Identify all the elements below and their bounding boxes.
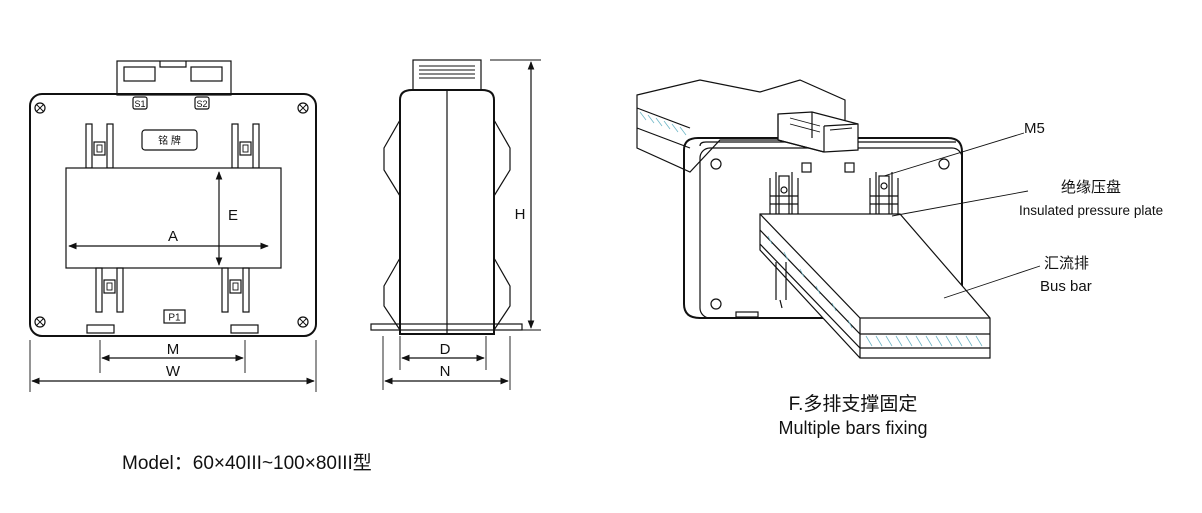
- dimension-n-label: N: [440, 363, 451, 380]
- screw-hole-icon: [34, 102, 309, 328]
- callout-busbar-en: Bus bar: [1040, 278, 1092, 295]
- dimension-m-label: M: [167, 341, 180, 358]
- terminal-s1-label: S1: [134, 99, 145, 109]
- dimension-e-label: E: [228, 207, 238, 224]
- dimension-d-label: D: [440, 341, 451, 358]
- front-body: [29, 93, 317, 337]
- callout-insulated-cn: 绝缘压盘: [1061, 178, 1121, 196]
- front-view: S1 S2 铭 牌 A E P1: [29, 60, 317, 392]
- side-view: H D N: [370, 59, 541, 390]
- dimension-h-label: H: [515, 206, 526, 223]
- clamp-left: [769, 172, 799, 217]
- lower-clamps: [95, 267, 250, 313]
- callout-m5: M5: [1024, 120, 1045, 137]
- dimension-w-label: W: [166, 363, 181, 380]
- dimension-a-label: A: [168, 228, 178, 245]
- model-caption: Model：60×40III~100×80III型: [122, 452, 372, 474]
- terminal-block-top: [116, 60, 232, 96]
- callout-insulated-en: Insulated pressure plate: [1019, 203, 1163, 218]
- fixing-caption-cn: F.多排支撑固定: [789, 393, 918, 415]
- busbar-window: [65, 167, 282, 269]
- fixing-caption-en: Multiple bars fixing: [778, 418, 927, 438]
- fixing-illustration: [636, 79, 1041, 359]
- terminal-p1-label: P1: [168, 313, 181, 324]
- callout-busbar-cn: 汇流排: [1044, 255, 1089, 272]
- terminal-s2-label: S2: [196, 99, 207, 109]
- nameplate-label: 铭 牌: [158, 134, 181, 147]
